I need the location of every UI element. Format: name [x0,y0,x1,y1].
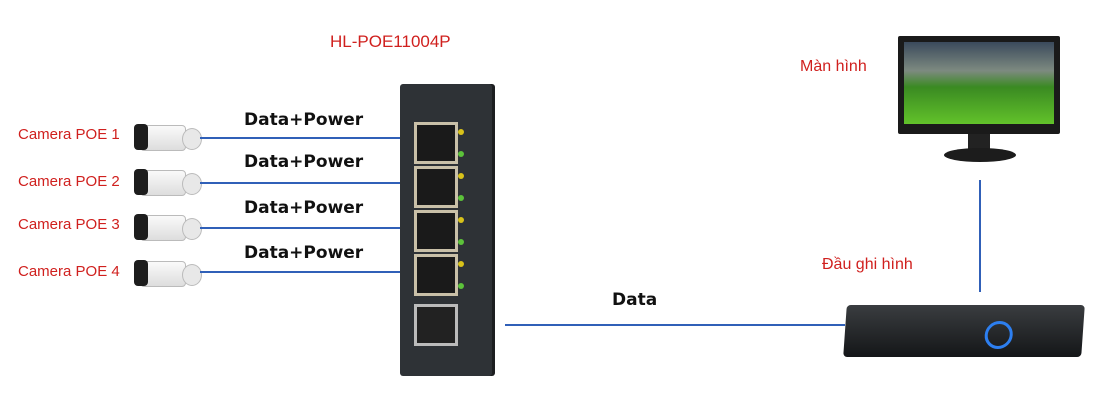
cable-2 [200,182,405,184]
link-label-4: Data+Power [244,243,364,263]
cable-4 [200,271,405,273]
link-label-2: Data+Power [244,152,364,172]
port-4 [414,254,464,296]
port-2 [414,166,464,208]
link-label-3: Data+Power [244,198,364,218]
monitor-cable [979,180,981,292]
camera-icon-1 [134,120,204,154]
nvr-control-ring [983,321,1014,349]
nvr-label: Đầu ghi hình [822,256,913,273]
camera-label-4: Camera POE 4 [18,263,120,280]
uplink-label: Data [612,290,658,310]
port-1 [414,122,464,164]
monitor-screen [904,42,1054,124]
monitor-label: Màn hình [800,58,867,75]
uplink-port [414,304,458,346]
cable-1 [200,137,405,139]
nvr-recorder [843,305,1085,357]
camera-icon-2 [134,165,204,199]
poe-switch [400,84,492,376]
camera-icon-3 [134,210,204,244]
camera-label-3: Camera POE 3 [18,216,120,233]
camera-icon-4 [134,256,204,290]
monitor-neck [968,134,990,150]
cable-3 [200,227,405,229]
link-label-1: Data+Power [244,110,364,130]
monitor [898,36,1060,134]
camera-label-1: Camera POE 1 [18,126,120,143]
switch-title: HL-POE11004P [330,32,451,51]
uplink-cable [505,324,845,326]
port-3 [414,210,464,252]
monitor-stand [944,148,1016,162]
camera-label-2: Camera POE 2 [18,173,120,190]
